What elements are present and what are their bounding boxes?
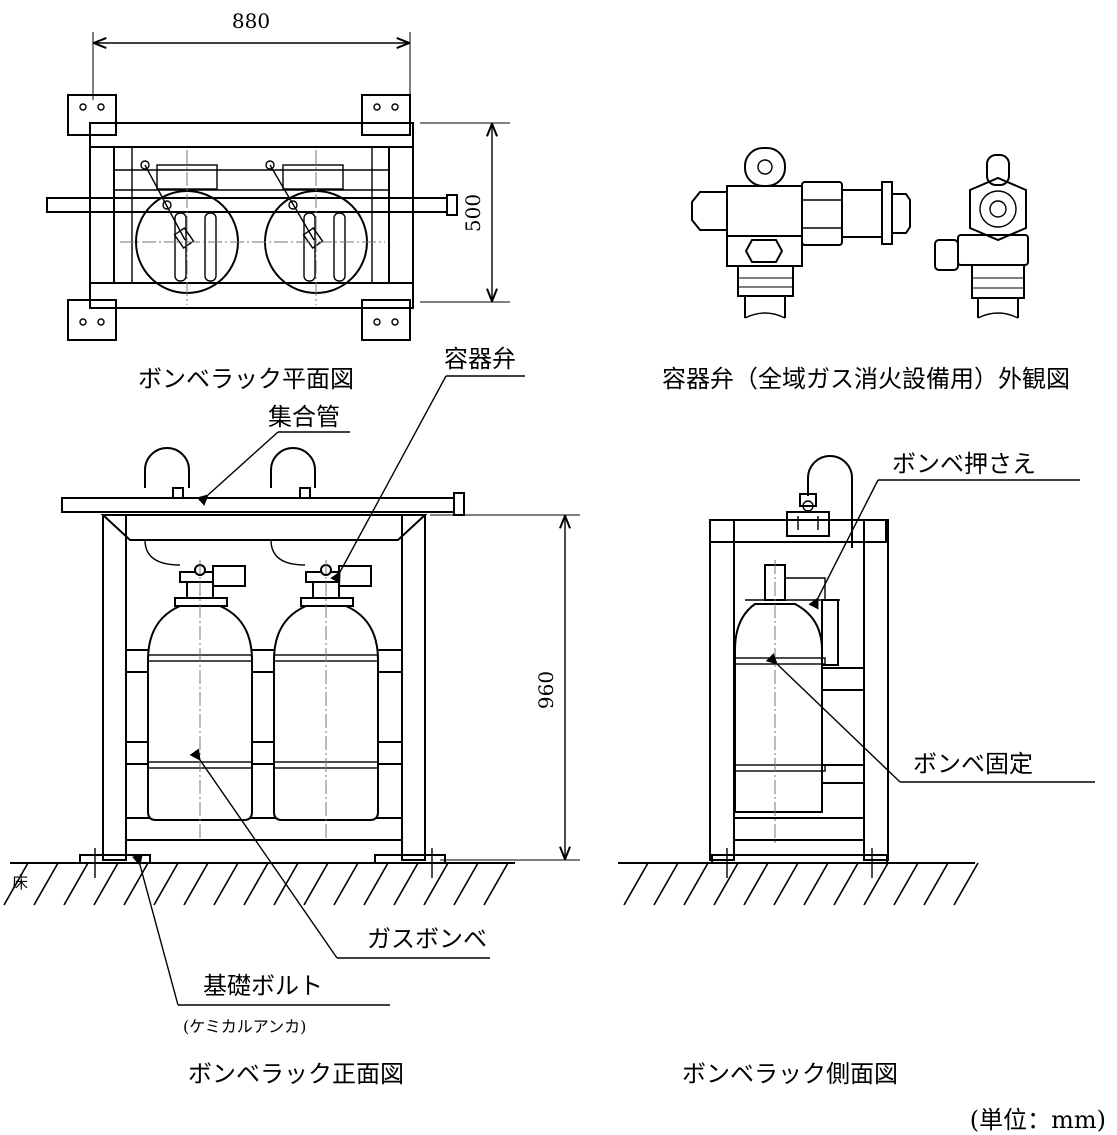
label-foundation-bolt: 基礎ボルト	[203, 972, 323, 1000]
label-floor: 床	[12, 873, 28, 892]
dimension-880: 880	[232, 9, 270, 33]
side-view-drawing	[618, 455, 1095, 906]
valve-side-drawing	[691, 147, 911, 319]
valve-front-drawing	[934, 154, 1029, 319]
caption-valve-view: 容器弁（全域ガス消火設備用）外観図	[662, 365, 1070, 393]
dimension-500: 500	[461, 194, 485, 232]
label-gas-cylinder: ガスボンベ	[367, 925, 487, 953]
plan-view-drawing	[46, 32, 510, 341]
label-container-valve: 容器弁	[444, 345, 516, 373]
label-cylinder-fixing: ボンベ固定	[913, 750, 1033, 778]
label-cylinder-holder: ボンベ押さえ	[892, 450, 1036, 478]
unit-note: (単位：mm)	[970, 1106, 1106, 1134]
caption-side-view: ボンベラック側面図	[682, 1060, 898, 1088]
caption-front-view: ボンベラック正面図	[188, 1060, 404, 1088]
label-chemical-anchor: (ケミカルアンカ)	[183, 1017, 306, 1036]
label-manifold: 集合管	[268, 403, 340, 431]
caption-plan-view: ボンベラック平面図	[138, 365, 354, 393]
dimension-960: 960	[534, 671, 558, 709]
front-view-drawing	[3, 375, 580, 1006]
